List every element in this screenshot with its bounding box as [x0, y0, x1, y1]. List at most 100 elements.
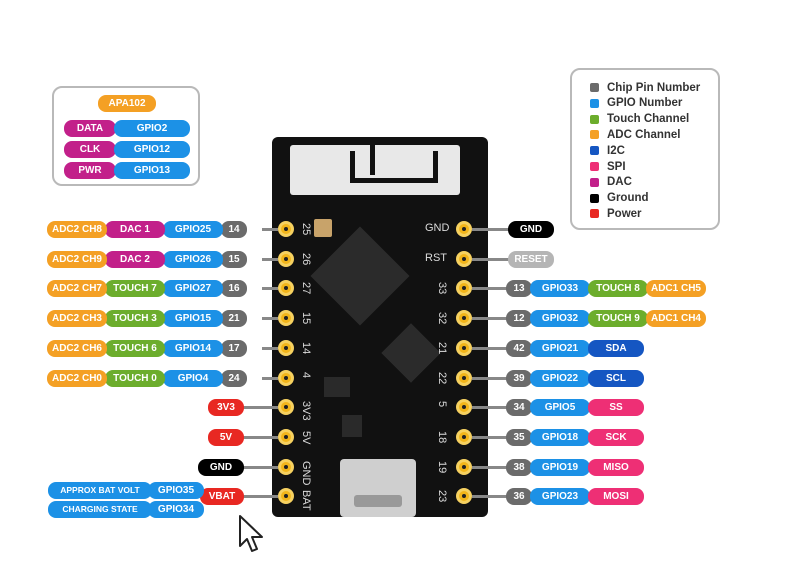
silkscreen-label: 14 [300, 341, 312, 355]
charging-state-label: CHARGING STATE [48, 501, 152, 518]
header-pad [278, 250, 294, 267]
apa102-data-gpio: GPIO2 [114, 120, 190, 137]
silkscreen-label: 4 [300, 371, 312, 378]
legend-label: I2C [607, 144, 625, 157]
legend-item: GPIO Number [590, 96, 682, 111]
power-tag-3v3: 3V3 [208, 399, 244, 417]
pin-connector-line [472, 376, 508, 380]
apa102-pwr-label: PWR [64, 162, 116, 179]
silkscreen-label: 21 [436, 341, 448, 355]
silkscreen-label: 5V [300, 430, 312, 445]
gpio-tag: GPIO15 [163, 310, 223, 328]
legend-item: Chip Pin Number [590, 80, 700, 95]
spi-tag: MISO [588, 458, 644, 476]
legend-item: SPI [590, 159, 626, 174]
legend-swatch [590, 146, 599, 156]
gpio-tag: GPIO33 [530, 280, 590, 298]
header-pad [278, 399, 294, 416]
silkscreen-label: BAT [300, 490, 312, 511]
header-pad [456, 339, 472, 356]
usb-connector [340, 459, 416, 517]
dac-tag: DAC 2 [105, 250, 165, 268]
silkscreen-label: 19 [436, 460, 448, 473]
chip-pin-number: 34 [506, 399, 532, 417]
silkscreen-label: 25 [300, 223, 312, 236]
touch-tag: TOUCH 0 [105, 369, 165, 387]
header-pad [456, 369, 472, 386]
header-pad [278, 488, 294, 505]
pin-connector-line [240, 435, 278, 439]
gpio-tag: GPIO18 [530, 428, 590, 446]
silkscreen-label: GND [300, 460, 312, 486]
legend-swatch [590, 193, 599, 203]
gpio-tag: GPIO32 [530, 310, 590, 328]
inductor [342, 415, 362, 437]
apa102-box: APA102 DATA GPIO2 CLK GPIO12 PWR GPIO13 [52, 86, 200, 186]
header-pad [456, 488, 472, 505]
header-pad [456, 428, 472, 445]
pin-connector-line [262, 376, 278, 380]
i2c-tag: SCL [588, 369, 644, 387]
silkscreen-label: RST [425, 251, 447, 264]
legend-swatch [590, 98, 599, 108]
adc-tag: ADC2 CH7 [47, 280, 107, 298]
spi-tag: SCK [588, 428, 644, 446]
gpio-tag: GPIO26 [163, 250, 223, 268]
legend-swatch [590, 209, 599, 219]
chip-pin-number: 17 [221, 339, 247, 357]
gpio-tag: GPIO22 [530, 369, 590, 387]
charging-state-gpio: GPIO34 [148, 501, 204, 518]
apa102-pwr-gpio: GPIO13 [114, 162, 190, 179]
gpio-tag: GPIO5 [530, 399, 590, 417]
legend-label: Ground [607, 192, 649, 205]
adc-tag: ADC2 CH0 [47, 369, 107, 387]
header-pad [278, 310, 294, 327]
header-pad [456, 280, 472, 297]
chip-pin-number: 12 [506, 310, 532, 328]
regulator [324, 377, 350, 397]
chip-pin-number: 36 [506, 488, 532, 506]
legend-swatch [590, 83, 599, 92]
legend-label: GPIO Number [607, 97, 683, 110]
header-pad [456, 310, 472, 327]
pin-connector-line [472, 287, 508, 291]
legend-item: ADC Channel [590, 127, 680, 142]
power-tag-reset: RESET [508, 250, 554, 268]
power-tag-gnd: GND [198, 458, 244, 476]
chip-pin-number: 16 [221, 280, 247, 298]
power-tag-gnd: GND [508, 221, 554, 238]
header-pad [456, 458, 472, 475]
chip-pin-number: 35 [506, 428, 532, 446]
touch-tag: TOUCH 3 [105, 310, 165, 328]
chip-pin-number: 21 [221, 310, 247, 328]
touch-tag: TOUCH 8 [588, 280, 648, 298]
main-chip [310, 226, 410, 326]
pin-connector-line [472, 495, 508, 499]
power-tag-5v: 5V [208, 428, 244, 446]
legend-label: Touch Channel [607, 113, 690, 126]
dac-tag: DAC 1 [105, 221, 165, 238]
touch-tag: TOUCH 7 [105, 280, 165, 298]
board [272, 137, 488, 517]
legend-label: Chip Pin Number [607, 81, 701, 94]
touch-tag: TOUCH 6 [105, 339, 165, 357]
legend-item: Power [590, 206, 642, 221]
pin-connector-line [472, 228, 510, 231]
chip-pin-number: 13 [506, 280, 532, 298]
legend-label: Power [607, 207, 642, 220]
adc-tag: ADC2 CH3 [47, 310, 107, 328]
header-pad [278, 280, 294, 297]
i2c-tag: SDA [588, 339, 644, 357]
adc-tag: ADC2 CH6 [47, 339, 107, 357]
pin-connector-line [262, 317, 278, 321]
apa102-title: APA102 [98, 95, 156, 112]
gpio-tag: GPIO23 [530, 488, 590, 506]
secondary-chip [381, 323, 441, 383]
chip-pin-number: 24 [221, 369, 247, 387]
header-pad [278, 221, 294, 237]
silkscreen-label: 3V3 [300, 401, 312, 421]
chip-pin-number: 42 [506, 339, 532, 357]
adc-tag: ADC2 CH8 [47, 221, 107, 238]
approx-bat-volt-gpio: GPIO35 [148, 482, 204, 499]
